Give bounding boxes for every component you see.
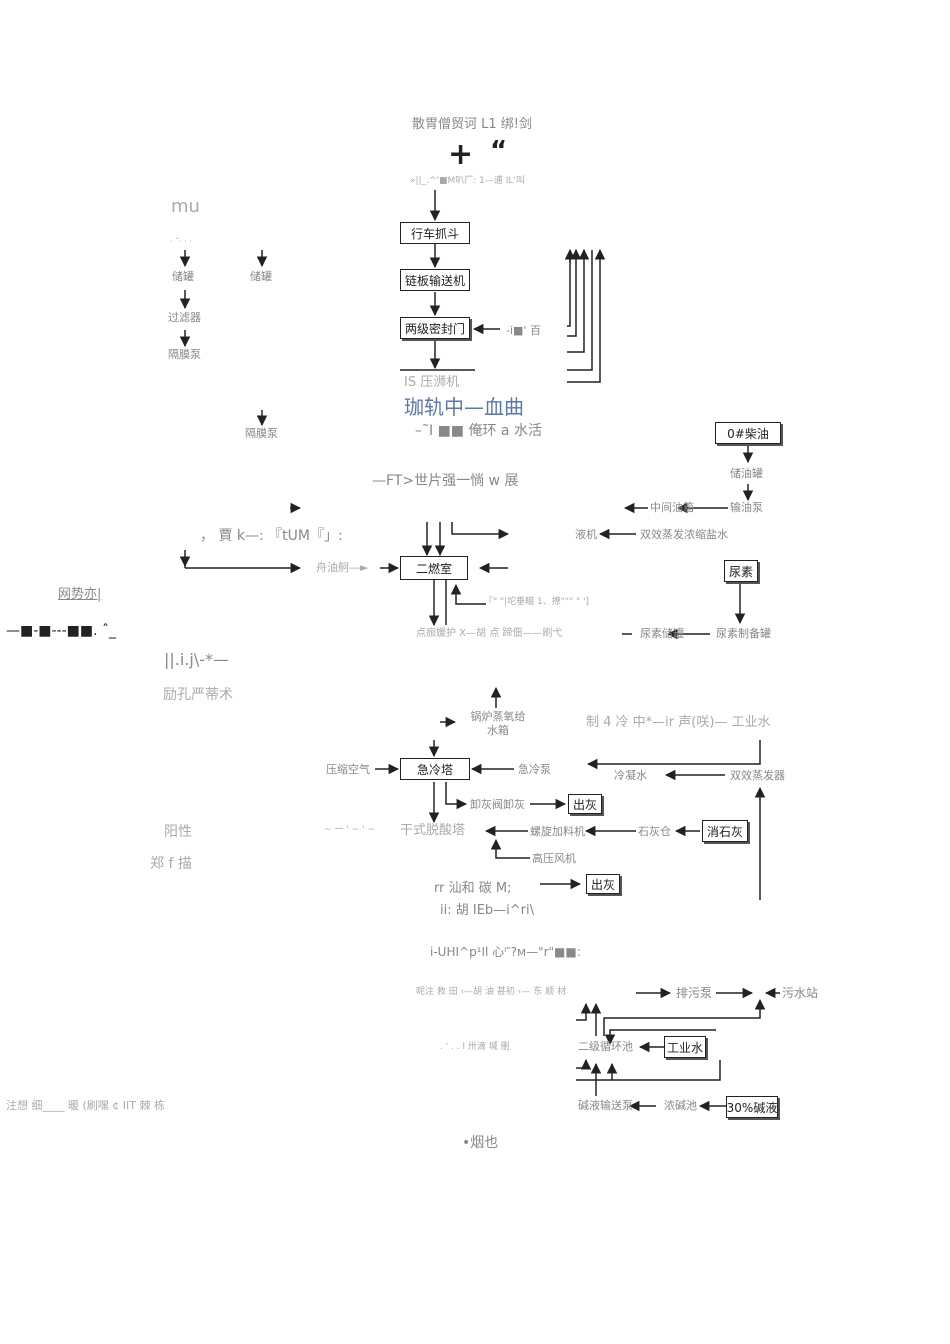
slaked-lime-box: 消石灰 [702, 820, 748, 842]
page-title: 散胃僧贸诃 L1 绑!剑 [412, 117, 532, 132]
quench-pump-label: 急冷泵 [518, 763, 551, 776]
sewage-station-label: 污水站 [782, 986, 819, 1000]
naoh-box: 30%碱液 [726, 1096, 778, 1118]
mid-line-label: ， 賈 k—: 『tUM『」: [200, 528, 343, 544]
boiler-line-label: 点痂媛护 X—胡 点 蹄佃——刷弋 [416, 628, 563, 639]
press-cut-label: IS 压浉机 [404, 375, 460, 390]
stack-line: 呢注 救 田 ‹—胡 油 甚初 ‹— 东 顺 材 [416, 987, 566, 997]
dash-row: —■-■---■■. ˆ_ [6, 623, 117, 639]
diaphragm-pump-label-2: 隔膜泵 [245, 427, 278, 440]
double-effect-water-label: 双效蒸发浓缩盐水 [640, 528, 728, 541]
sub-line-label: –˜I ■■ 俺环 a 水活 [415, 423, 542, 439]
alkali-tank-label: 浓碱池 [664, 1099, 697, 1112]
top-note: »||_.^'■M叭厂: 1—逋 IL'叫 [410, 176, 525, 186]
trend-label: 网势亦| [58, 587, 102, 602]
high-pressure-fan-label: 高压风机 [532, 852, 576, 865]
footer-label: •烟也 [462, 1135, 499, 1151]
storage-tank-label: 储罐 [172, 270, 194, 283]
industrial-water-line: 制 4 冷 中*—ir 声(咲)— 工业水 [586, 715, 771, 730]
uhl-line: i-UHI^p¹Il 心ˡ″?м—"r"■■: [430, 945, 581, 959]
quench-tower-box: 急冷塔 [400, 758, 470, 780]
filter-label: 过滤器 [168, 311, 201, 324]
chain-conveyor-box: 链板输送机 [400, 269, 470, 291]
compressed-air-label: 压缩空气 [326, 763, 370, 776]
urea-tank-label: 尿素储罐 [640, 627, 684, 640]
yangxing-label: 阳性 [164, 824, 192, 840]
dry-tower-label: 干式脱酸塔 [400, 823, 466, 838]
condensate-label: 冷凝水 [614, 769, 647, 782]
urea-box: 尿素 [724, 560, 758, 582]
secondary-chamber-box: 二燃室 [400, 556, 468, 580]
pump-cut-label: 液机 [575, 528, 597, 541]
oil-tank-label: 储油罐 [730, 467, 763, 480]
quote-mark: “ [490, 136, 508, 166]
blue-flow-label: 珈轨中—血曲 [404, 395, 524, 419]
diaphragm-pump-label: 隔膜泵 [168, 348, 201, 361]
double-evaporator-label: 双效蒸发器 [730, 769, 785, 782]
ij-label: ||.i.j\-*— [164, 650, 230, 669]
double-door-box: 两级密封门 [400, 317, 470, 339]
enc-label: 励孔严蒂术 [163, 687, 233, 703]
crane-box: 行车抓斗 [400, 222, 470, 244]
dot-line: . ' . . l 卅滴 堿 刪 [440, 1042, 510, 1052]
ft-line-label: —FT>世片强一惝 w 展 [372, 473, 519, 489]
bottom-note: 注想 细____ 暖 (刷嘿 ¢ IIT 棘 栋 [6, 1099, 165, 1112]
hu-label: ii: 胡 IEb—i^ri\ [440, 903, 535, 918]
storage-tank-label-2: 储罐 [250, 270, 272, 283]
industrial-water-box: 工业水 [664, 1036, 706, 1058]
ash-out-box-2: 出灰 [586, 874, 620, 894]
alkali-pump-label: 碱液输送泵 [578, 1099, 633, 1112]
diesel-box: 0#柴油 [715, 422, 781, 444]
oil-pump-label: 输油泵 [730, 501, 763, 514]
ash-valve-label: 卸灰阀卸灰 [470, 798, 525, 811]
sewage-pump-label: 排污泵 [676, 986, 713, 1000]
urea-prep-label: 尿素制备罐 [716, 627, 771, 640]
lime-silo-label: 石灰仓 [638, 825, 671, 838]
oil-feed-label: 舟油舸—► [316, 561, 369, 574]
bag-filter-label: rr 汕和 碳 M; [434, 881, 512, 896]
left-mu-label: mu [171, 196, 200, 217]
boiler-water-label: 锅炉蒸氧给水箱 [470, 710, 526, 737]
bracket-note: 『" "|坨垂瞄 1、撩""" " '] [484, 597, 590, 607]
plus-mark: + [448, 137, 474, 172]
side-label: -i■' 百 [506, 324, 541, 337]
middle-tank-label: 中间油箱 [650, 501, 694, 514]
secondary-circ-label: 二级循环池 [578, 1040, 633, 1053]
screw-feeder-label: 螺旋加料机 [530, 825, 585, 838]
ash-out-box: 出灰 [568, 794, 602, 814]
zheng-label: 郑 f 描 [150, 856, 192, 872]
left-stub-label: ~ 一 ' ~ ' ~ [324, 825, 375, 835]
